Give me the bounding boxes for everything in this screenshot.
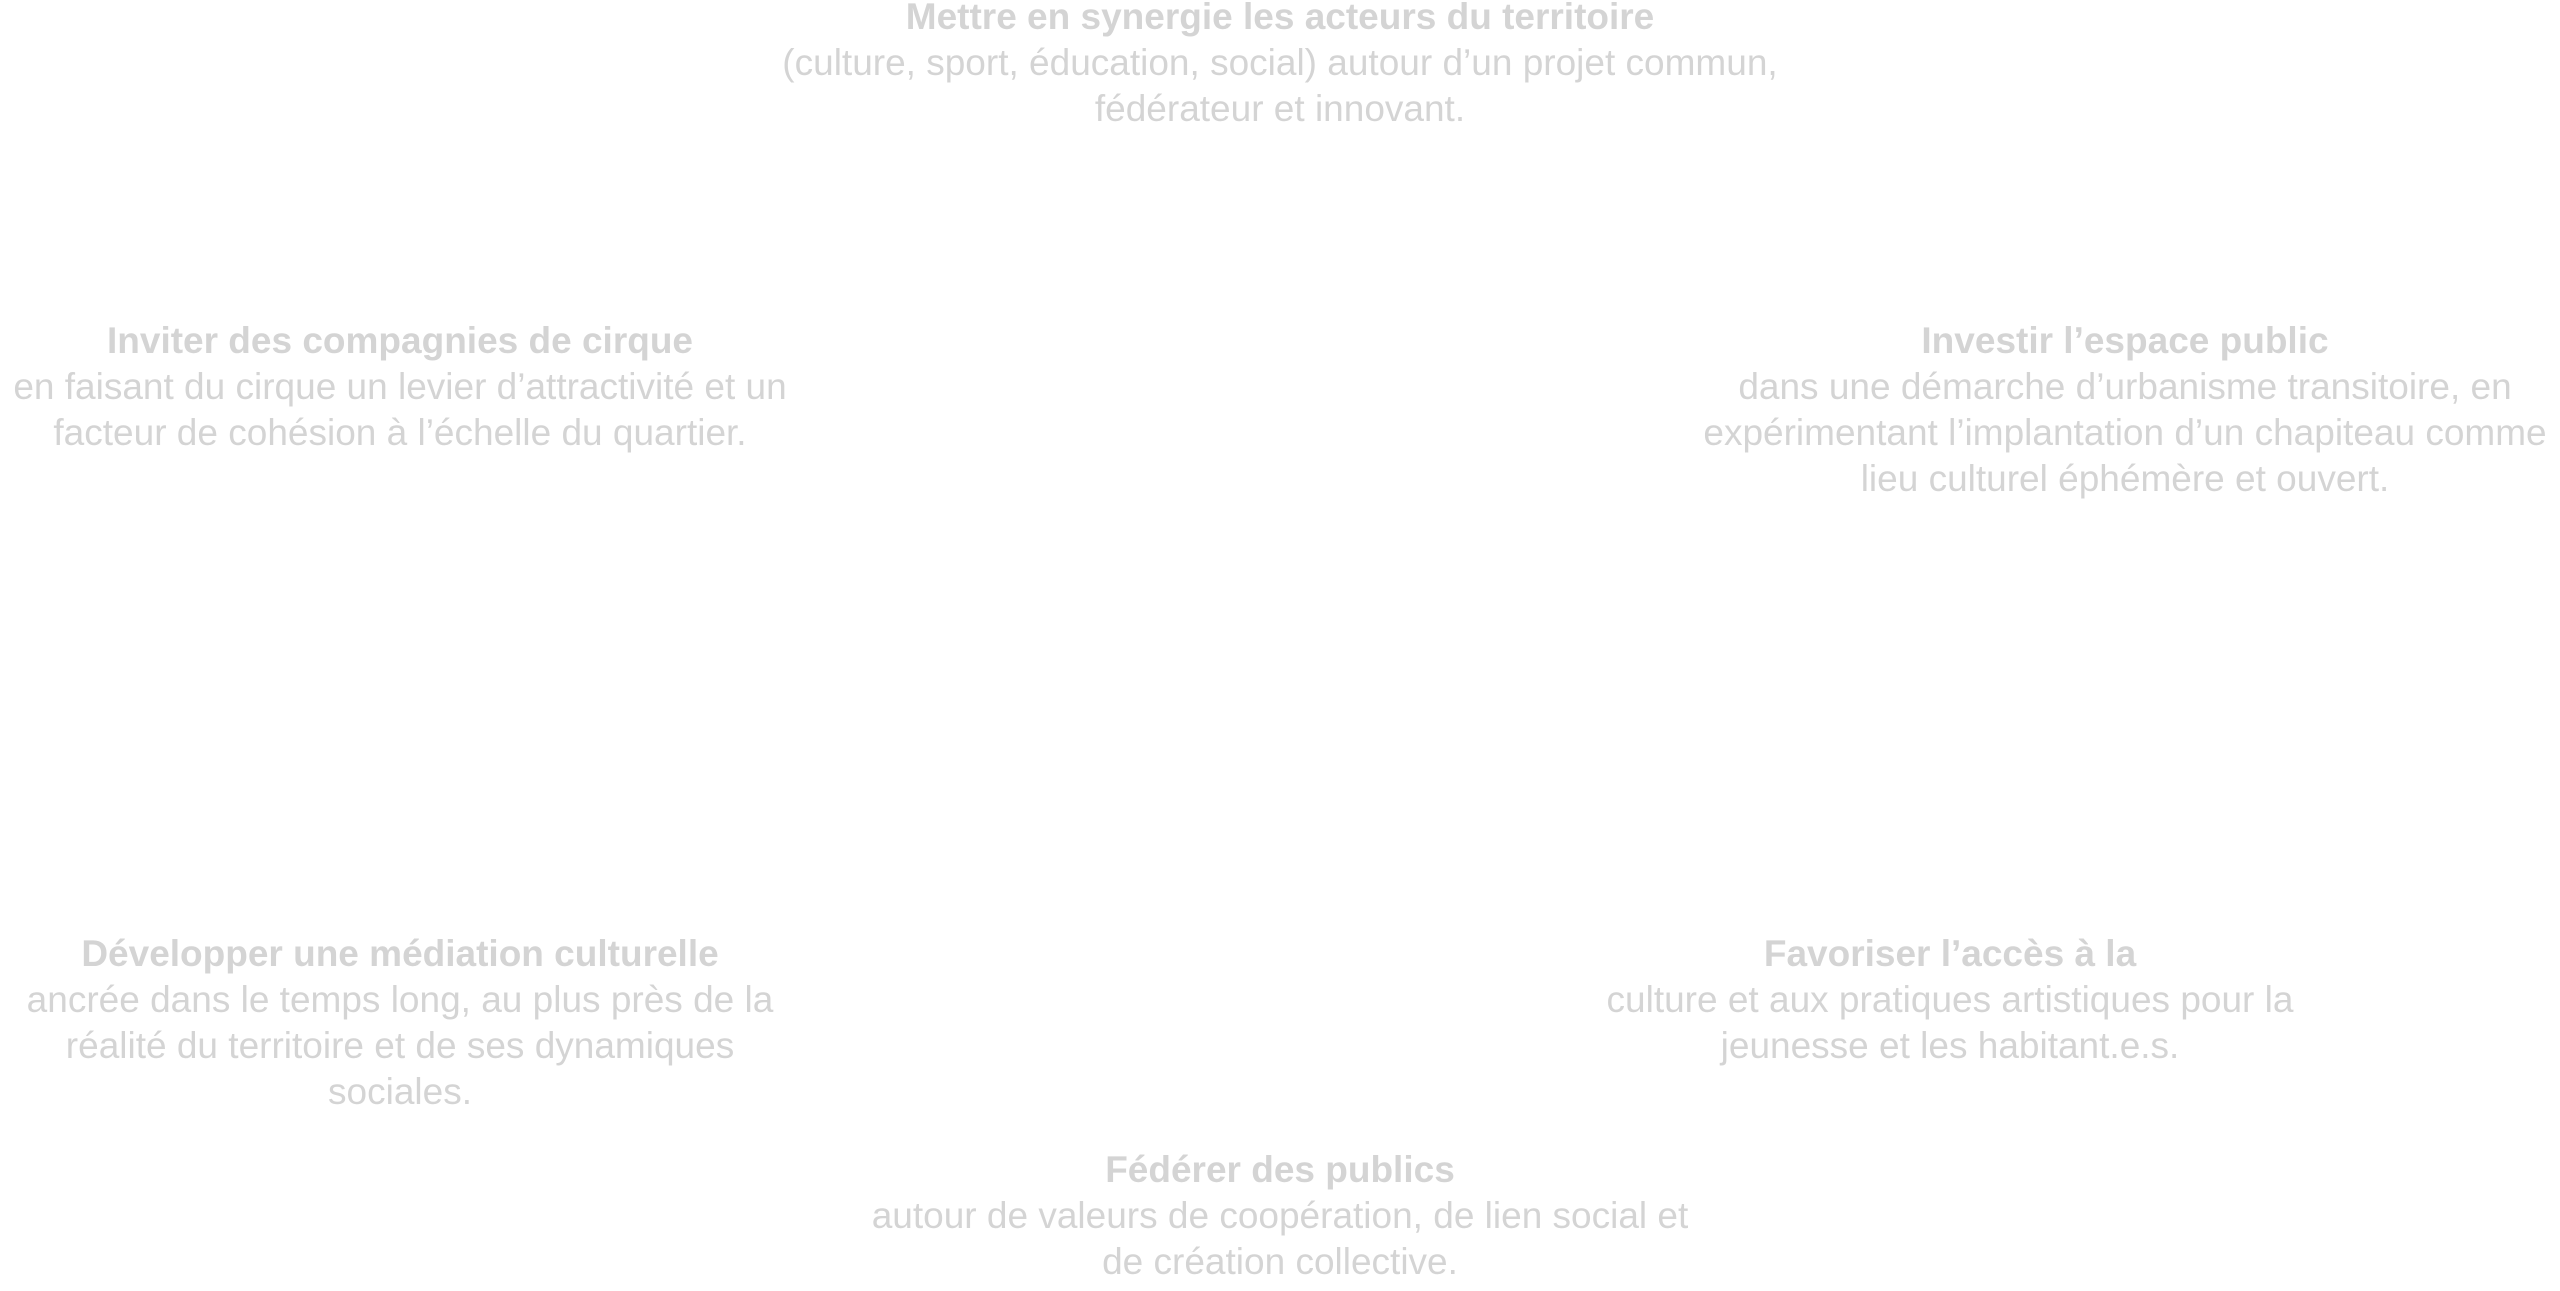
objective-body: ancrée dans le temps long, au plus près … <box>26 979 774 1112</box>
objective-cultural-mediation: Développer une médiation culturelle ancr… <box>0 931 800 1115</box>
objective-title: Mettre en synergie les acteurs du territ… <box>905 0 1655 37</box>
objective-title: Inviter des compagnies de cirque <box>106 320 694 361</box>
objective-culture-access: Favoriser l’accès à la culture et aux pr… <box>1560 931 2340 1069</box>
objective-circus-companies: Inviter des compagnies de cirque en fais… <box>0 318 800 456</box>
objective-body: en faisant du cirque un levier d’attract… <box>13 366 787 453</box>
objective-title: Fédérer des publics <box>1105 1149 1455 1190</box>
objective-synergy: Mettre en synergie les acteurs du territ… <box>780 0 1780 132</box>
objective-title: Développer une médiation culturelle <box>81 933 719 974</box>
objective-body: culture et aux pratiques artistiques pou… <box>1606 979 2294 1066</box>
objective-public-space: Investir l’espace public dans une démarc… <box>1690 318 2560 502</box>
objective-title: Favoriser l’accès à la <box>1763 933 2137 974</box>
objective-federate-publics: Fédérer des publics autour de valeurs de… <box>860 1147 1700 1285</box>
objective-body: (culture, sport, éducation, social) auto… <box>782 42 1778 129</box>
objective-title: Investir l’espace public <box>1921 320 2329 361</box>
objective-body: dans une démarche d’urbanisme transitoir… <box>1703 366 2547 499</box>
objective-body: autour de valeurs de coopération, de lie… <box>871 1195 1689 1282</box>
